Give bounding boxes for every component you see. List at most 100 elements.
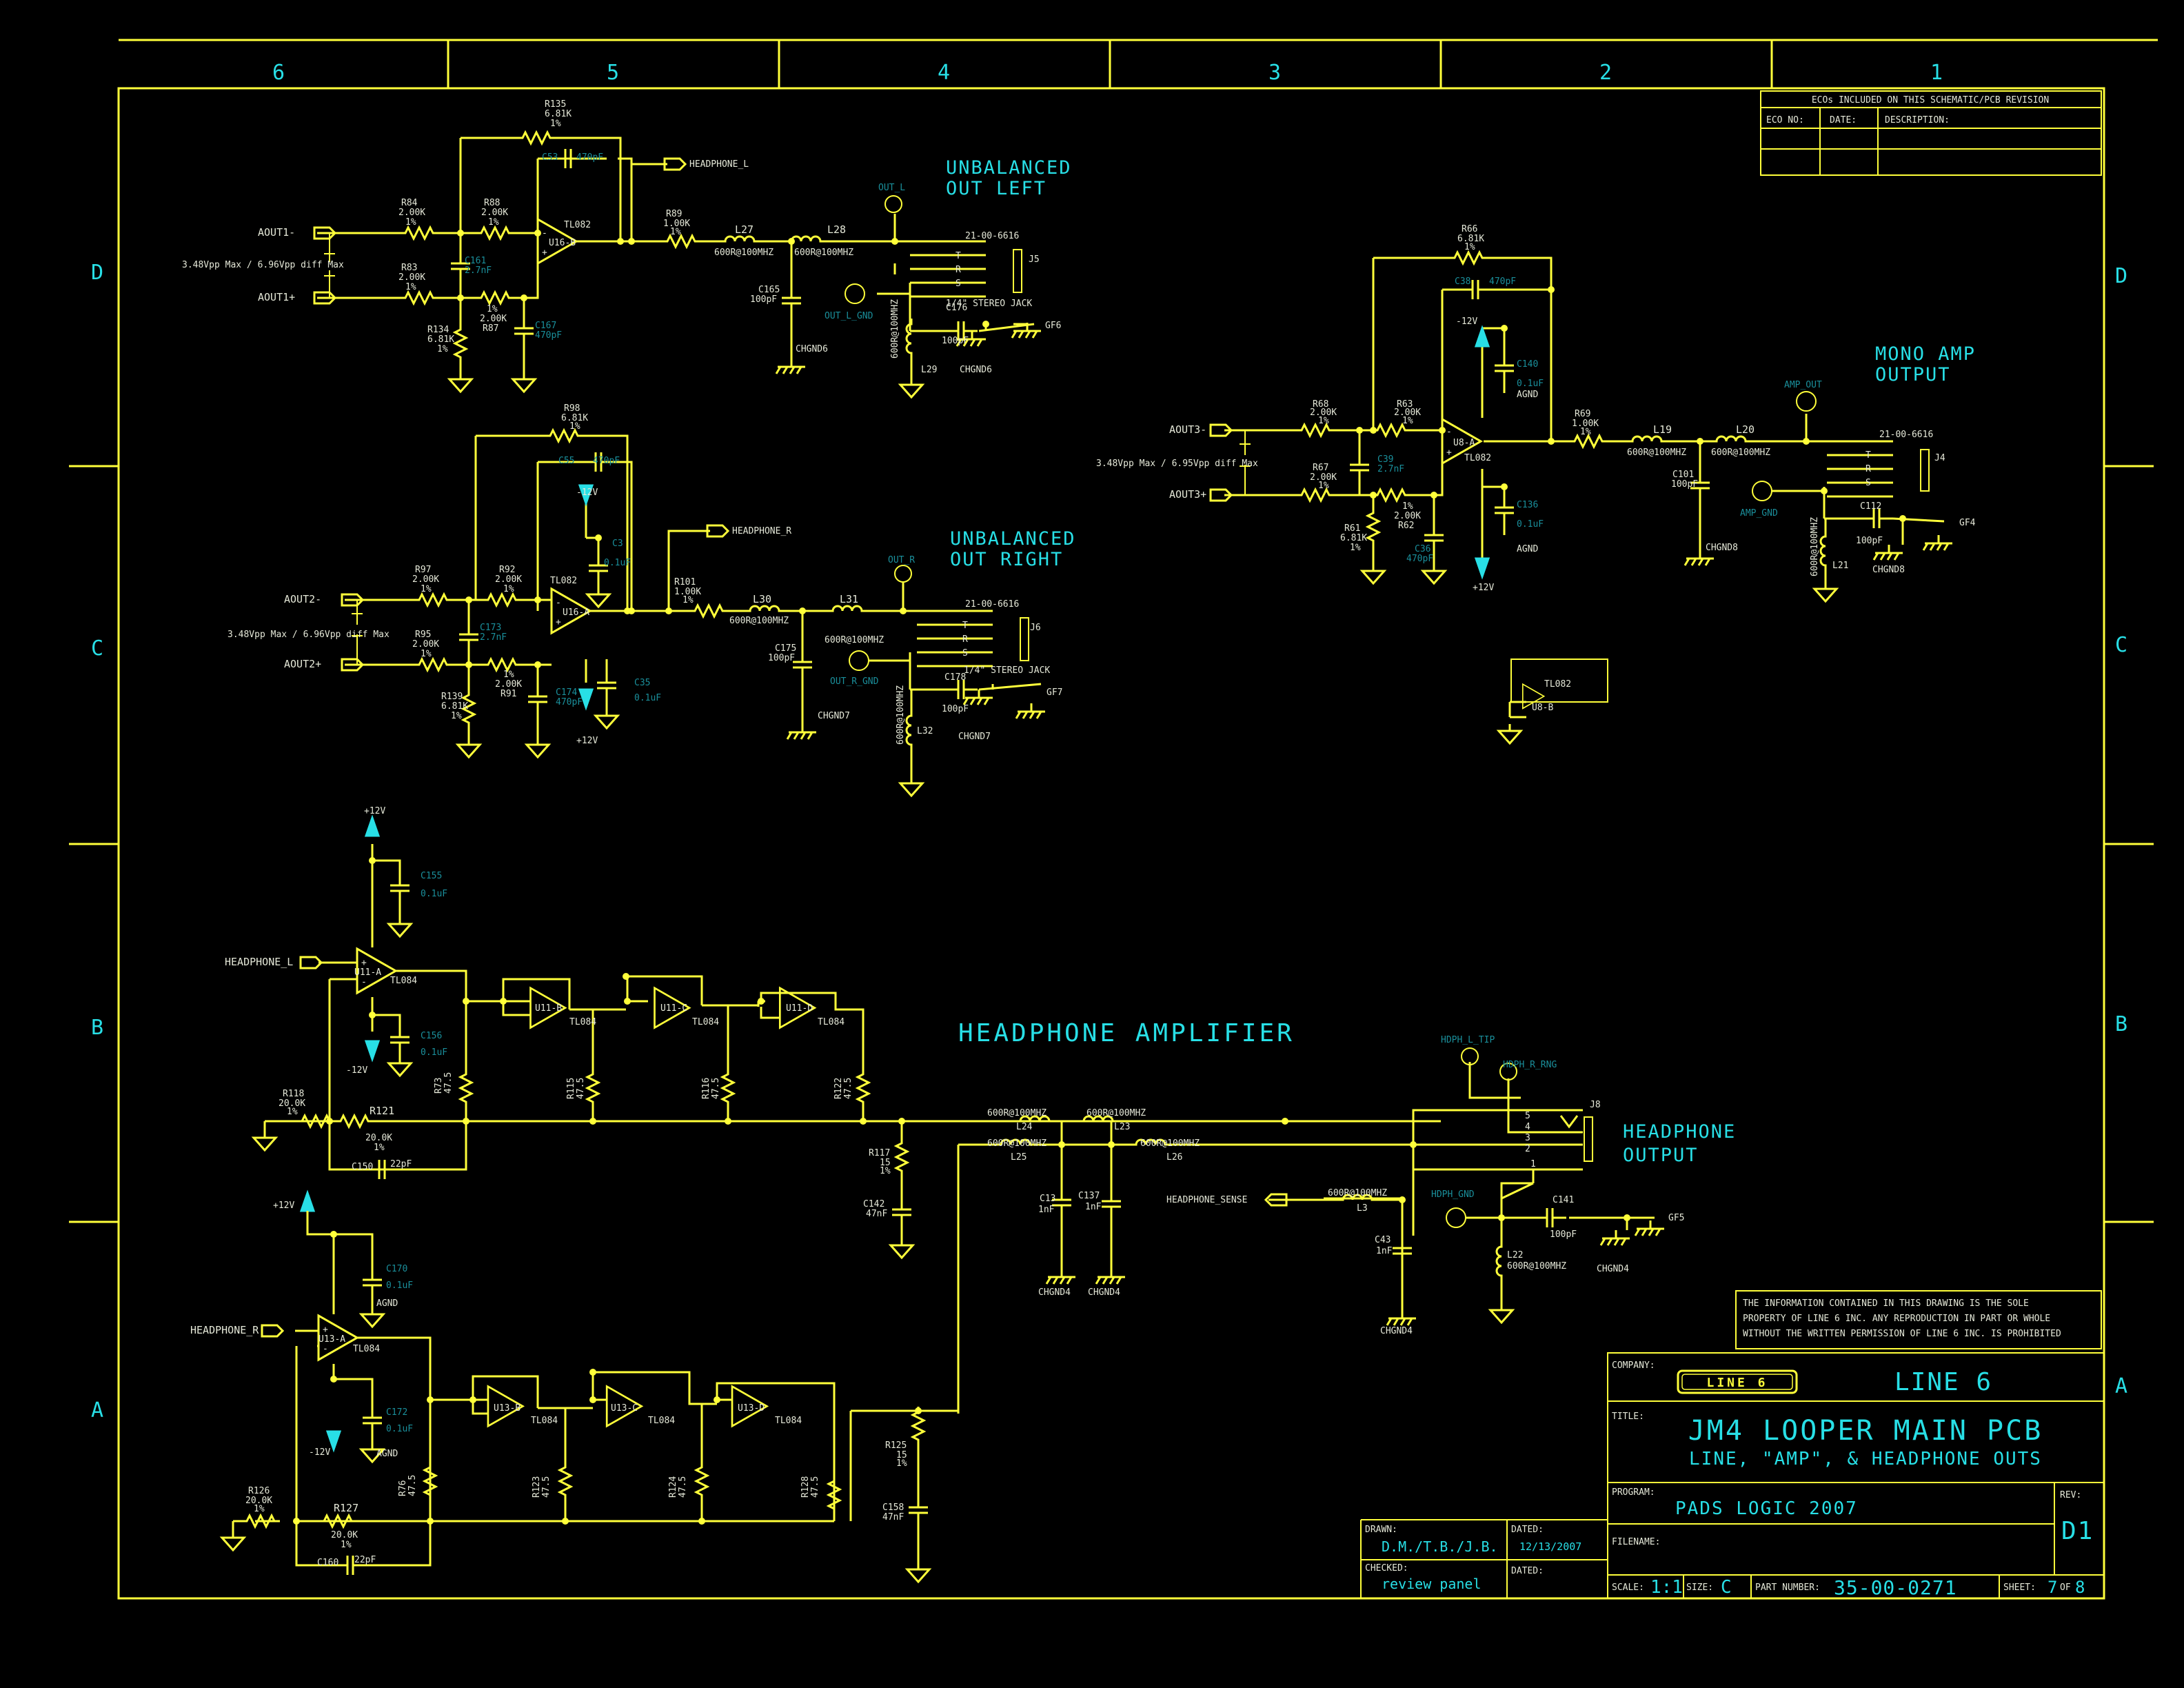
net-label: AMP_OUT — [1784, 380, 1822, 390]
circuit-headphone-left: +- U11-A TL084 U11-B TL084 U11-C TL084 U… — [225, 806, 1684, 1414]
res-label: R134 — [427, 325, 449, 335]
cap-label: 100pF — [750, 294, 777, 305]
cap-label: C175 — [775, 643, 796, 654]
res-label: 2.00K — [1310, 408, 1337, 418]
net-label: AOUT2+ — [284, 658, 321, 670]
res-label: 20.0K — [331, 1530, 358, 1540]
res-label: R83 — [401, 263, 417, 273]
cap-label: C156 — [421, 1031, 442, 1041]
cap-label: 47nF — [866, 1209, 887, 1219]
net-label: AGND — [1517, 544, 1538, 554]
res-label: 1% — [487, 304, 498, 314]
res-label: 6.81K — [1457, 234, 1484, 244]
cap-label: 470pF — [1489, 277, 1516, 287]
supply-label: +12V — [364, 806, 385, 816]
supply-label: +12V — [273, 1200, 294, 1211]
cap-label: C176 — [946, 303, 967, 313]
ind-label: L31 — [840, 593, 858, 605]
res-label: R97 — [415, 565, 431, 575]
supply-label: -12V — [576, 488, 598, 498]
row-label: A — [91, 1398, 105, 1423]
cap-label: C150 — [352, 1162, 373, 1172]
ind-label: 600R@100MHZ — [1810, 517, 1820, 576]
opamp-label: TL084 — [353, 1344, 380, 1354]
res-label: 2.00K — [398, 208, 425, 218]
col-label: 3 — [1268, 61, 1282, 85]
jack-label: J6 — [1030, 623, 1041, 633]
opamp-label: TL084 — [390, 976, 417, 986]
res-label: R101 — [674, 577, 696, 587]
cap-label: C178 — [944, 672, 966, 683]
eco-col: DATE: — [1830, 115, 1857, 125]
net-label: CHGND8 — [1872, 565, 1905, 575]
res-label: 20.0K — [245, 1496, 272, 1506]
jack-label: J5 — [1029, 254, 1040, 265]
res-label: R92 — [499, 565, 515, 575]
title-out-left: UNBALANCED — [946, 157, 1072, 179]
res-label: R73 — [434, 1078, 444, 1094]
net-label: CHGND4 — [1597, 1264, 1629, 1274]
opamp-label: TL084 — [531, 1416, 558, 1426]
notice-line: PROPERTY OF LINE 6 INC. ANY REPRODUCTION… — [1743, 1314, 2050, 1324]
svg-text:-: - — [323, 1344, 328, 1354]
title-headphone-amp: HEADPHONE AMPLIFIER — [958, 1019, 1295, 1047]
tb-label: CHECKED: — [1365, 1563, 1408, 1574]
row-label: B — [91, 1016, 105, 1040]
note: 3.48Vpp Max / 6.95Vpp diff Max — [1096, 459, 1258, 469]
row-label: A — [2115, 1374, 2129, 1398]
res-label: 6.81K — [1340, 533, 1367, 543]
cap-label: C38 — [1455, 277, 1470, 287]
tb-label: PROGRAM: — [1612, 1487, 1655, 1498]
circuit-out-left: -+ U16-B TL082 TRS AOUT1- AOUT1+ 3.48Vpp… — [182, 99, 1061, 399]
res-label: 47.5 — [843, 1078, 853, 1099]
res-label: 6.81K — [441, 701, 468, 712]
res-label: R116 — [701, 1078, 711, 1099]
opamp-label: U13-C — [611, 1403, 638, 1414]
opamp-label: U11-D — [786, 1003, 813, 1014]
res-label: 6.81K — [561, 413, 588, 423]
res-label: R121 — [370, 1105, 394, 1117]
svg-text:R: R — [962, 634, 968, 645]
title-block: COMPANY: LINE 6 LINE 6 TITLE: JM4 LOOPER… — [1360, 1352, 2105, 1599]
row-label: C — [91, 636, 105, 661]
tb-label: TITLE: — [1612, 1411, 1644, 1422]
res-label: 1% — [880, 1166, 891, 1176]
opamp-label: TL082 — [1464, 453, 1491, 463]
res-label: R122 — [833, 1078, 844, 1099]
col-label: 2 — [1599, 61, 1613, 85]
svg-text:+: + — [361, 958, 367, 968]
cap-label: 0.1uF — [421, 1047, 447, 1058]
cap-label: C53 — [542, 152, 558, 163]
supply-label: +12V — [576, 736, 598, 746]
res-label: 2.00K — [412, 574, 439, 585]
grid-rows: D C B A D C B A — [91, 261, 2129, 1423]
res-label: R63 — [1397, 399, 1413, 410]
res-label: 2.00K — [495, 574, 522, 585]
ind-label: 600R@100MHZ — [1711, 448, 1770, 458]
cap-label: 100pF — [1671, 479, 1698, 490]
cap-label: 2.7nF — [1377, 464, 1404, 474]
ind-label: L30 — [753, 593, 771, 605]
svg-text:+: + — [556, 617, 561, 627]
res-label: 2.00K — [398, 272, 425, 283]
svg-text:T: T — [956, 251, 961, 261]
cap-label: C165 — [758, 285, 780, 295]
ind-label: L25 — [1011, 1152, 1027, 1163]
res-label: R126 — [248, 1486, 270, 1496]
tb-label: FILENAME: — [1612, 1537, 1660, 1547]
res-label: R124 — [668, 1476, 678, 1498]
ind-label: 600R@100MHZ — [1507, 1261, 1566, 1272]
net-label: OUT_R — [888, 555, 915, 565]
res-label: 2.00K — [412, 639, 439, 650]
drawn-by: D.M./T.B./J.B. — [1382, 1538, 1498, 1555]
res-label: R66 — [1462, 224, 1477, 234]
circuit-mono: -+ U8-A TL082 -12V +12V AGND AGND TRS TL… — [1096, 224, 1976, 745]
res-label: 1% — [1318, 416, 1329, 426]
ind-label: 600R@100MHZ — [825, 635, 884, 645]
res-label: 47.5 — [407, 1475, 418, 1496]
net-label: HEADPHONE_R — [732, 526, 791, 536]
supply-label: +12V — [1473, 583, 1494, 593]
net-label: OUT_R_GND — [830, 676, 879, 687]
cap-label: 2.7nF — [480, 632, 507, 643]
svg-text:R: R — [1866, 464, 1871, 474]
